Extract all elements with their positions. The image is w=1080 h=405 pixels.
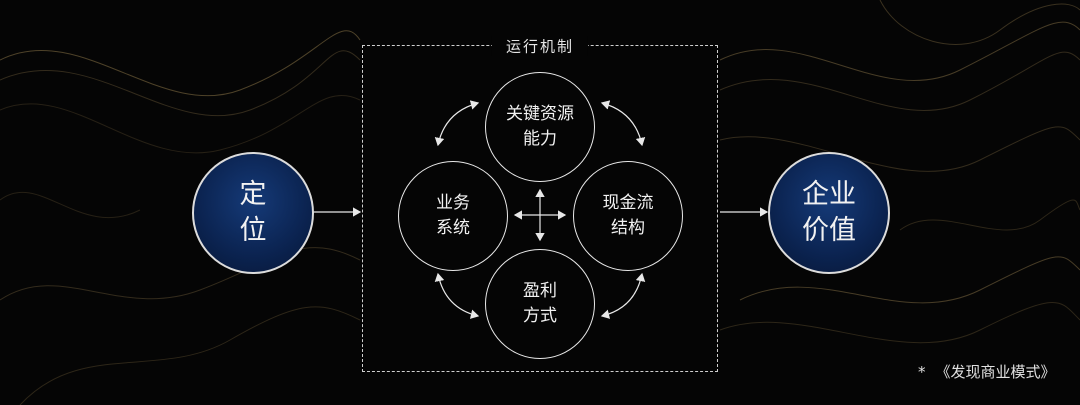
- profit-model-line-2: 方式: [523, 306, 557, 326]
- enterprise-value-node: 企业 价值: [768, 152, 890, 274]
- business-system-line-2: 系统: [436, 218, 470, 238]
- footnote-star: *: [918, 363, 926, 381]
- curved-arrow-bottom-left: [434, 272, 480, 319]
- enterprise-value-line-2: 价值: [802, 215, 856, 246]
- key-resources-line-2: 能力: [523, 129, 557, 149]
- curved-arrow-top-left: [434, 100, 480, 147]
- curved-arrow-bottom-right: [600, 272, 646, 319]
- cash-flow-node: 现金流 结构: [573, 161, 683, 271]
- key-resources-line-1: 关键资源: [506, 104, 574, 124]
- source-footnote: * 《发现商业模式》: [918, 361, 1056, 382]
- frame-title: 运行机制: [491, 35, 589, 57]
- positioning-node: 定 位: [192, 152, 314, 274]
- enterprise-value-line-1: 企业: [802, 179, 856, 210]
- positioning-line-2: 位: [239, 215, 267, 246]
- profit-model-line-1: 盈利: [523, 281, 557, 301]
- business-system-node: 业务 系统: [398, 161, 508, 271]
- key-resources-node: 关键资源 能力: [485, 72, 595, 182]
- profit-model-node: 盈利 方式: [485, 249, 595, 359]
- footnote-text: 《发现商业模式》: [935, 363, 1056, 381]
- business-system-line-1: 业务: [436, 193, 470, 213]
- positioning-line-1: 定: [239, 179, 267, 210]
- curved-arrow-top-right: [600, 100, 646, 147]
- cash-flow-line-2: 结构: [611, 218, 645, 238]
- cash-flow-line-1: 现金流: [602, 193, 654, 213]
